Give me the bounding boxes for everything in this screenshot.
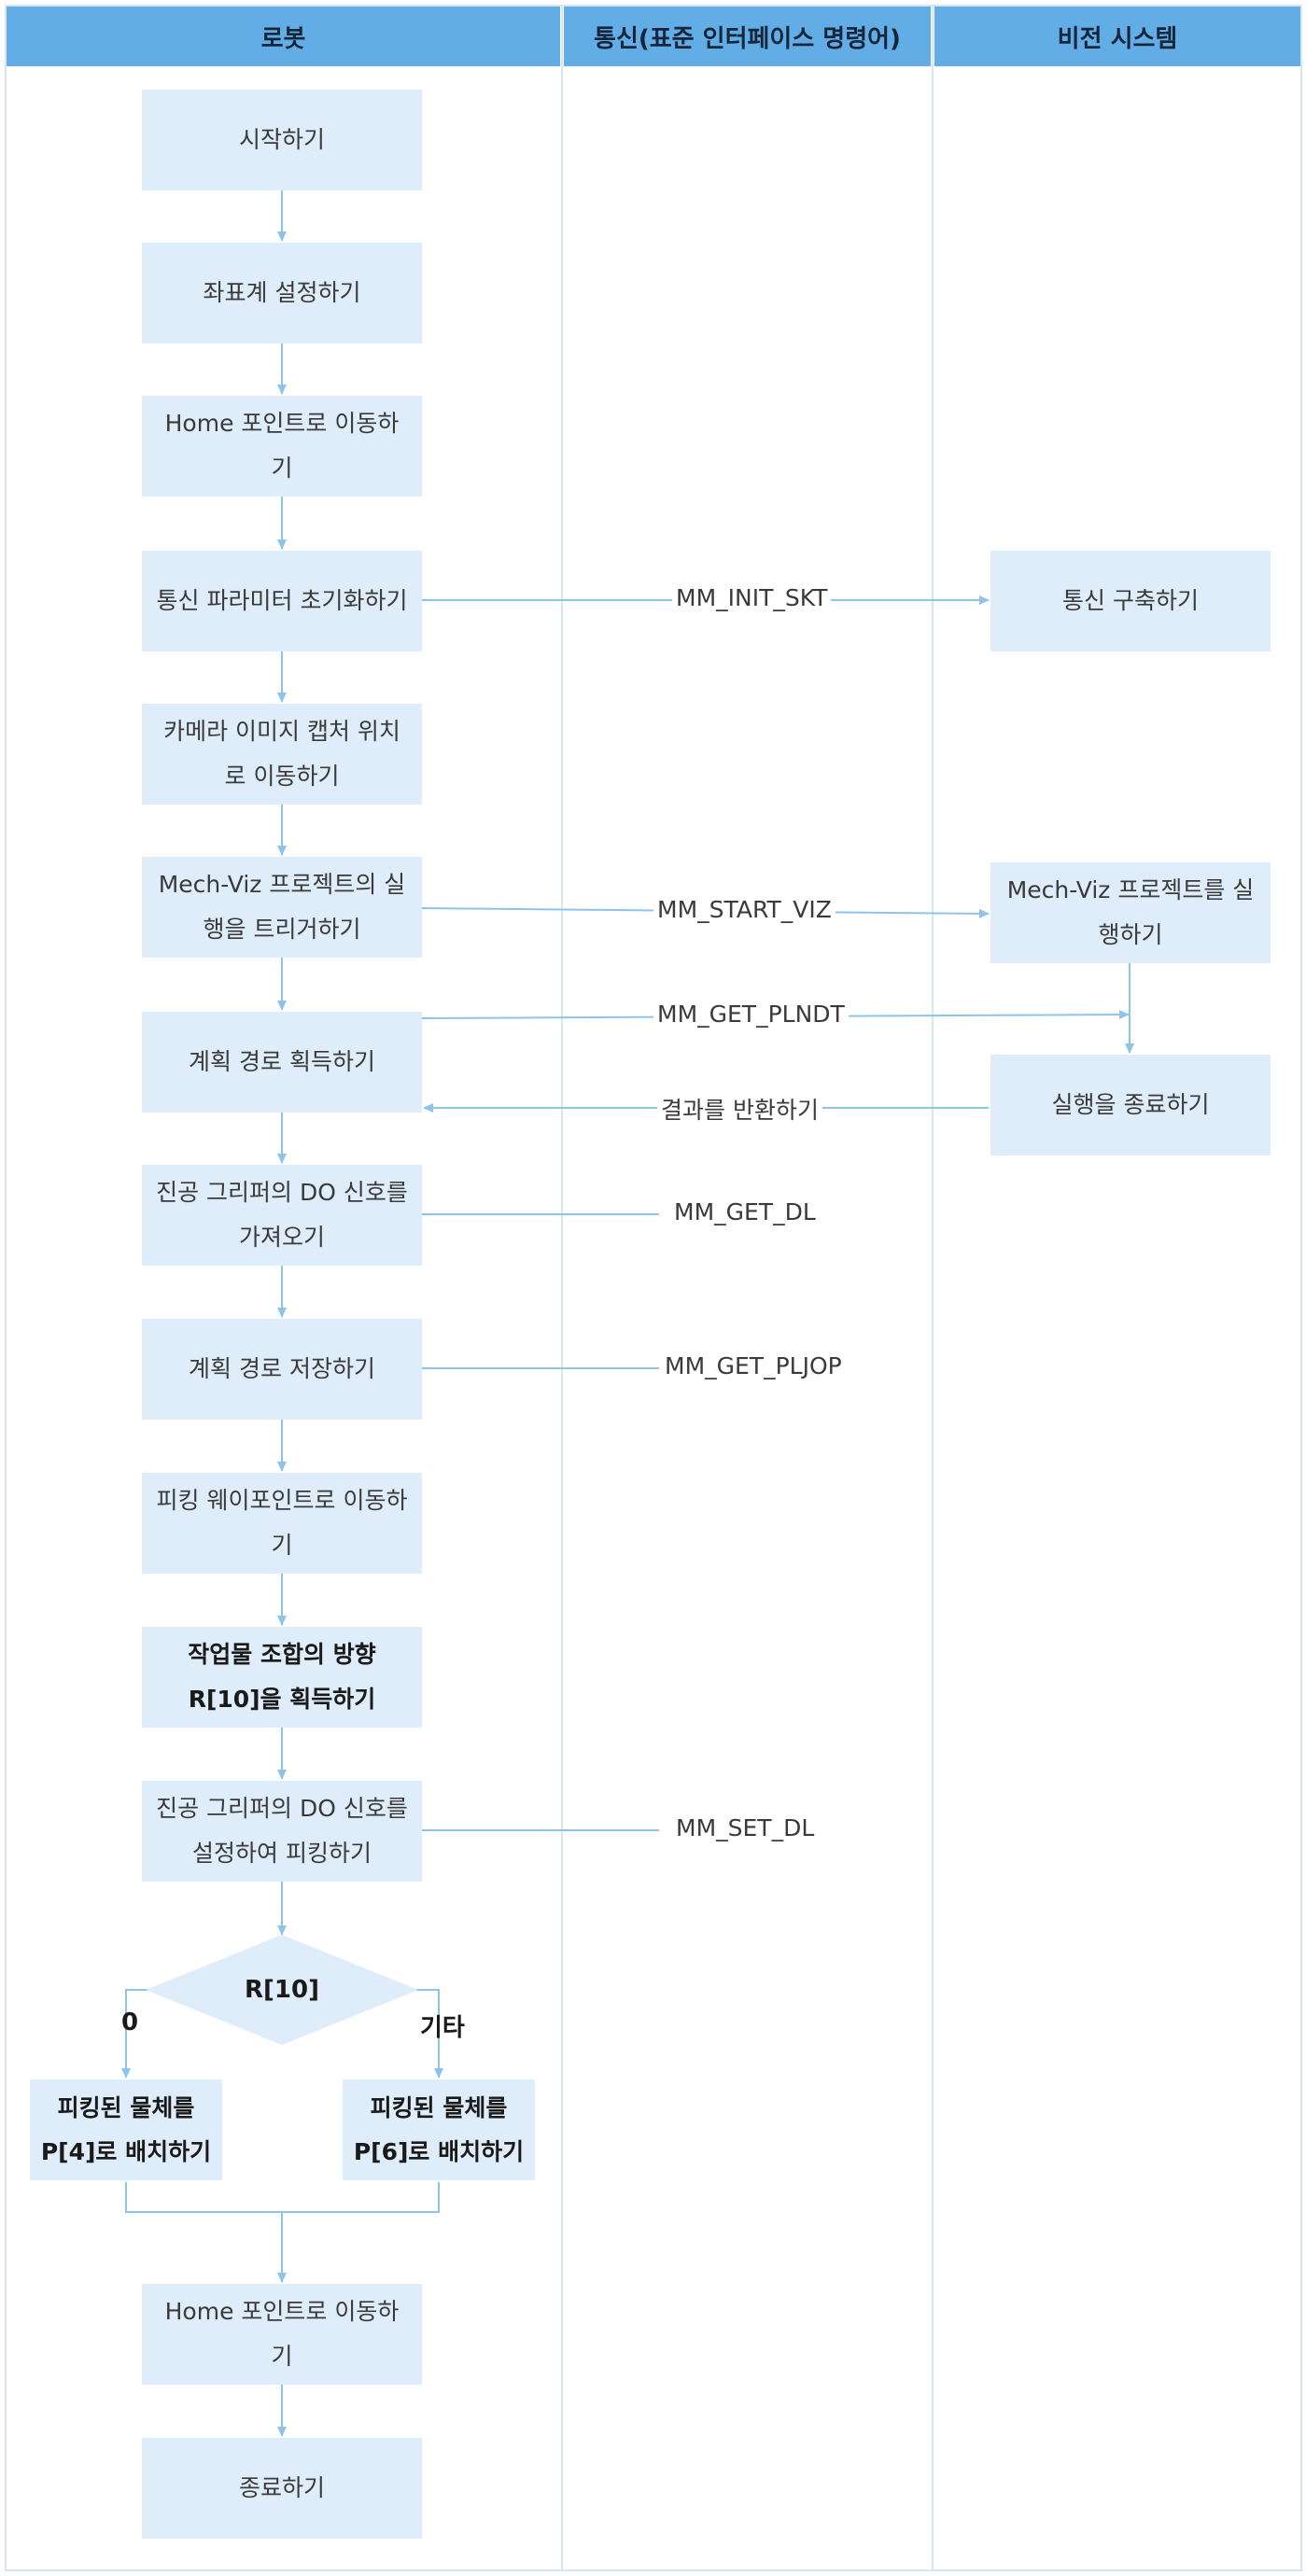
step-start: 시작하기 (142, 90, 422, 190)
step-save-planned-path: 계획 경로 저장하기 (142, 1319, 422, 1420)
command-return-result: 결과를 반환하기 (657, 1092, 822, 1126)
command-mm-set-dl: MM_SET_DL (672, 1814, 819, 1841)
command-mm-start-viz: MM_START_VIZ (653, 896, 836, 923)
diagram-frame (5, 5, 1302, 2571)
step-move-capture-position: 카메라 이미지 캡처 위치로 이동하기 (142, 704, 422, 805)
command-mm-get-dl: MM_GET_DL (670, 1198, 820, 1225)
lane-header-robot: 로봇 (7, 7, 560, 66)
step-end: 종료하기 (142, 2438, 422, 2539)
step-place-p4: 피킹된 물체를 P[4]로 배치하기 (30, 2079, 222, 2180)
step-move-pick-waypoint: 피킹 웨이포인트로 이동하기 (142, 1473, 422, 1574)
step-get-gripper-do: 진공 그리퍼의 DO 신호를 가져오기 (142, 1165, 422, 1266)
lane-header-vision-system: 비전 시스템 (934, 7, 1300, 66)
step-set-gripper-do-pick: 진공 그리퍼의 DO 신호를 설정하여 피킹하기 (142, 1781, 422, 1882)
step-trigger-mech-viz: Mech-Viz 프로젝트의 실행을 트리거하기 (142, 857, 422, 958)
branch-label-other: 기타 (420, 2014, 465, 2042)
lane-header-communication: 통신(표준 인터페이스 명령어) (564, 7, 931, 66)
step-get-planned-path: 계획 경로 획득하기 (142, 1012, 422, 1113)
command-mm-get-pljop: MM_GET_PLJOP (661, 1352, 846, 1379)
step-move-home: Home 포인트로 이동하기 (142, 396, 422, 497)
lane-divider (932, 7, 934, 2569)
decision-diamond (146, 1935, 418, 2045)
step-get-r10-direction: 작업물 조합의 방향 R[10]을 획득하기 (142, 1627, 422, 1728)
decision-r10-label: R[10] (245, 1976, 319, 2004)
step-place-p6: 피킹된 물체를 P[6]로 배치하기 (343, 2079, 535, 2180)
branch-label-zero: 0 (121, 2009, 139, 2037)
lane-divider (561, 7, 563, 2569)
vision-finish-run: 실행을 종료하기 (990, 1055, 1271, 1155)
step-set-frame: 좌표계 설정하기 (142, 243, 422, 343)
command-mm-get-plndt: MM_GET_PLNDT (653, 1001, 849, 1028)
vision-run-mech-viz: Mech-Viz 프로젝트를 실행하기 (990, 862, 1271, 963)
merge-line (125, 2182, 440, 2213)
step-init-comm-params: 통신 파라미터 초기화하기 (142, 551, 422, 651)
vision-build-comm: 통신 구축하기 (990, 551, 1271, 651)
command-mm-init-skt: MM_INIT_SKT (672, 584, 832, 611)
step-move-home-final: Home 포인트로 이동하기 (142, 2284, 422, 2385)
